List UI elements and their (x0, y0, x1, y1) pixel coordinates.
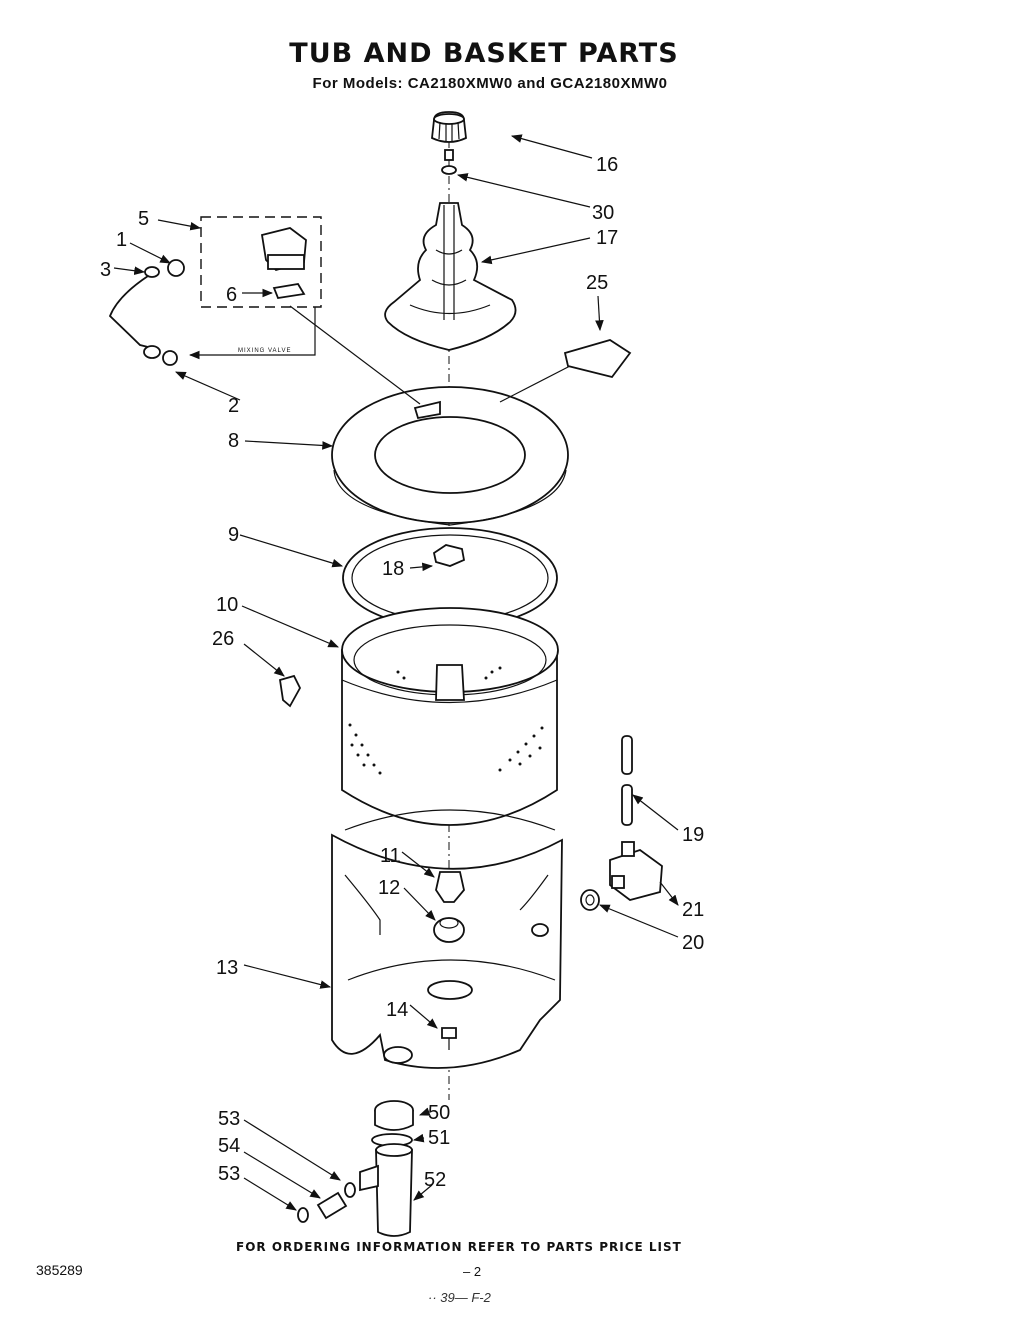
page-title: TUB AND BASKET PARTS (289, 38, 679, 69)
part-20-grommet (580, 889, 600, 911)
callout-1: 1 (116, 229, 127, 251)
part-50-coupling (374, 1100, 414, 1131)
part-53-clamp-lower (297, 1207, 309, 1223)
callout-54: 54 (218, 1135, 240, 1157)
part-3-hose (108, 266, 160, 348)
callout-6: 6 (226, 284, 237, 306)
part-54-hose-piece (316, 1191, 348, 1220)
callout-5: 5 (138, 208, 149, 230)
part-19-pins (621, 735, 633, 826)
part-18-nut (432, 544, 466, 567)
page-subtitle: For Models: CA2180XMW0 and GCA2180XMW0 (312, 75, 668, 92)
part-16-agitator-cap (431, 111, 467, 143)
part-6-valve-part (272, 283, 306, 299)
callout-17: 17 (596, 227, 618, 249)
callout-30: 30 (592, 202, 614, 224)
callout-labels: 16 30 17 25 5 1 3 6 2 8 9 18 10 26 19 11… (100, 154, 704, 1191)
leader-lines (113, 134, 679, 1211)
callout-52: 52 (424, 1169, 446, 1191)
callout-12: 12 (378, 877, 400, 899)
callout-9: 9 (228, 524, 239, 546)
part-10-basket (341, 607, 559, 826)
callout-26: 26 (212, 628, 234, 650)
part-26-clip (278, 674, 302, 708)
mixing-valve-label: MIXING VALVE (238, 348, 291, 354)
callout-21: 21 (682, 899, 704, 921)
part-5-mixing-valve (260, 227, 307, 272)
callout-20: 20 (682, 932, 704, 954)
callout-51: 51 (428, 1127, 450, 1149)
callout-50: 50 (428, 1102, 450, 1124)
part-2-clamp (143, 345, 178, 366)
callout-53-upper: 53 (218, 1108, 240, 1130)
part-52-drain-tee (359, 1143, 413, 1237)
callout-16: 16 (596, 154, 618, 176)
callout-13: 13 (216, 957, 238, 979)
part-9-gasket (342, 527, 558, 629)
part-53-clamp-upper (344, 1182, 356, 1198)
document-number: 385289 (36, 1262, 83, 1278)
ordering-note: FOR ORDERING INFORMATION REFER TO PARTS … (236, 1240, 682, 1254)
part-21-valve-block (609, 841, 663, 901)
part-11-bearing (435, 871, 465, 903)
callout-2: 2 (228, 395, 239, 417)
part-5-group-box (200, 216, 322, 308)
part-25-pad (563, 339, 632, 379)
part-8-tub-ring (331, 386, 569, 526)
callout-3: 3 (100, 259, 111, 281)
part-12-seal (433, 917, 465, 943)
callout-19: 19 (682, 824, 704, 846)
callout-8: 8 (228, 430, 239, 452)
callout-25: 25 (586, 272, 608, 294)
callout-18: 18 (382, 558, 404, 580)
part-1-clamp (167, 259, 185, 277)
part-14-bolt (441, 1027, 457, 1050)
part-17-agitator (384, 202, 517, 351)
page-number: – 2 (463, 1264, 482, 1279)
callout-10: 10 (216, 594, 238, 616)
part-30-seal (441, 149, 457, 175)
handwritten-note: ·· 39— F-2 (428, 1290, 491, 1305)
callout-53-lower: 53 (218, 1163, 240, 1185)
callout-11: 11 (380, 845, 401, 867)
callout-14: 14 (386, 999, 408, 1021)
